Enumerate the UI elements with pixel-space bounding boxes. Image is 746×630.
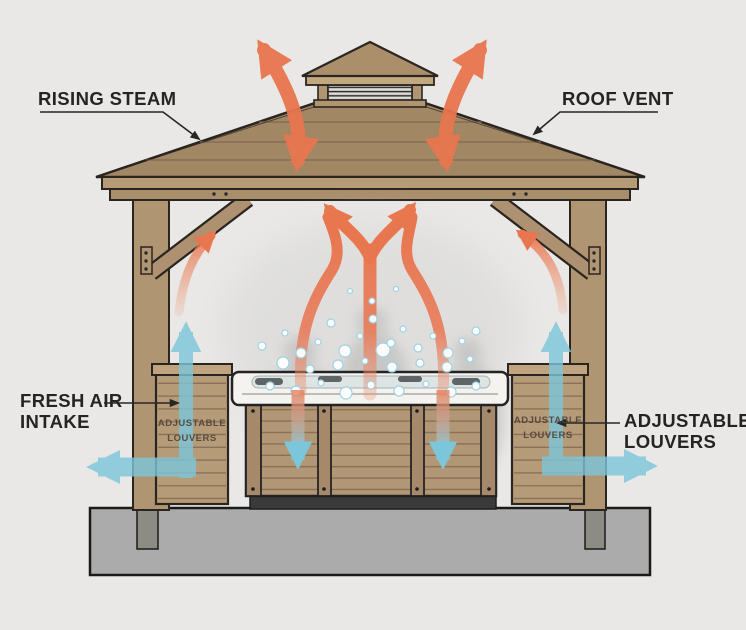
bubble bbox=[295, 347, 307, 359]
water-bubbles bbox=[257, 285, 481, 400]
embedded-post-right bbox=[584, 507, 606, 550]
bubble bbox=[368, 297, 376, 305]
bubble bbox=[265, 381, 275, 391]
louver-caption-right-line2: LOUVERS bbox=[523, 430, 573, 441]
knee-brace-right bbox=[489, 192, 601, 280]
bubble bbox=[442, 347, 454, 359]
bubble bbox=[393, 385, 405, 397]
bubble bbox=[366, 380, 376, 390]
bubble bbox=[326, 318, 336, 328]
fresh-air-intake-label: FRESH AIR INTAKE bbox=[20, 390, 123, 432]
tub-cabinet bbox=[244, 402, 498, 498]
bubble bbox=[386, 338, 396, 348]
roof-vent-leader bbox=[532, 111, 658, 136]
bubble bbox=[338, 344, 352, 358]
bubble bbox=[314, 338, 322, 346]
roof-vent-text: ROOF VENT bbox=[562, 88, 674, 109]
rising-steam-label: RISING STEAM bbox=[38, 88, 176, 109]
bubble bbox=[257, 341, 267, 351]
fresh-air-text-line2: INTAKE bbox=[20, 411, 90, 432]
roof-vent-cupola bbox=[301, 40, 439, 108]
adjustable-louvers-label: ADJUSTABLE LOUVERS bbox=[624, 410, 746, 452]
bubble bbox=[276, 356, 290, 370]
side-updraft-right bbox=[515, 229, 568, 315]
bubble bbox=[471, 381, 481, 391]
fresh-air-text-line1: FRESH AIR bbox=[20, 390, 123, 411]
louver-caption-left: ADJUSTABLE LOUVERS bbox=[156, 416, 228, 446]
bubble bbox=[339, 386, 353, 400]
steam-plume-branch-right bbox=[364, 201, 417, 264]
louver-caption-left-line1: ADJUSTABLE bbox=[157, 418, 227, 429]
louver-caption-right: ADJUSTABLE LOUVERS bbox=[512, 413, 584, 443]
rising-steam-text: RISING STEAM bbox=[38, 88, 177, 109]
header-beam bbox=[109, 188, 631, 201]
bubble bbox=[361, 357, 369, 365]
louver-panel-right bbox=[507, 363, 589, 506]
concrete-slab bbox=[88, 506, 652, 577]
bubble bbox=[317, 379, 325, 387]
bubble bbox=[356, 332, 364, 340]
bubble bbox=[375, 342, 391, 358]
bubble bbox=[368, 314, 378, 324]
bubble bbox=[466, 355, 474, 363]
embedded-post-left bbox=[136, 507, 159, 550]
cupola-cap bbox=[301, 40, 439, 78]
side-updraft-left bbox=[174, 230, 217, 317]
bubble bbox=[332, 359, 344, 371]
bubble bbox=[413, 343, 423, 353]
adjustable-louvers-text-line1: ADJUSTABLE bbox=[624, 410, 746, 431]
bubble bbox=[422, 380, 430, 388]
roof-vent-label: ROOF VENT bbox=[562, 88, 674, 109]
cupola-louvers bbox=[327, 84, 413, 103]
bubble bbox=[441, 361, 453, 373]
bubble bbox=[386, 361, 398, 373]
steam-stream-right bbox=[401, 211, 450, 398]
bubble bbox=[346, 287, 354, 295]
bubble bbox=[458, 337, 466, 345]
adjustable-louvers-text-line2: LOUVERS bbox=[624, 431, 717, 452]
vent-flow-right bbox=[424, 39, 487, 173]
bubble bbox=[399, 325, 407, 333]
bubble bbox=[471, 326, 481, 336]
bubble bbox=[305, 364, 315, 374]
bubble bbox=[281, 329, 289, 337]
louver-caption-left-line2: LOUVERS bbox=[167, 433, 217, 444]
bubble bbox=[415, 358, 425, 368]
rising-steam-leader bbox=[40, 111, 201, 141]
bubble bbox=[429, 332, 437, 340]
louver-caption-right-line1: ADJUSTABLE bbox=[513, 415, 583, 426]
roof-fascia bbox=[101, 176, 639, 190]
vent-flow-left bbox=[257, 39, 320, 173]
bubble bbox=[392, 285, 400, 293]
